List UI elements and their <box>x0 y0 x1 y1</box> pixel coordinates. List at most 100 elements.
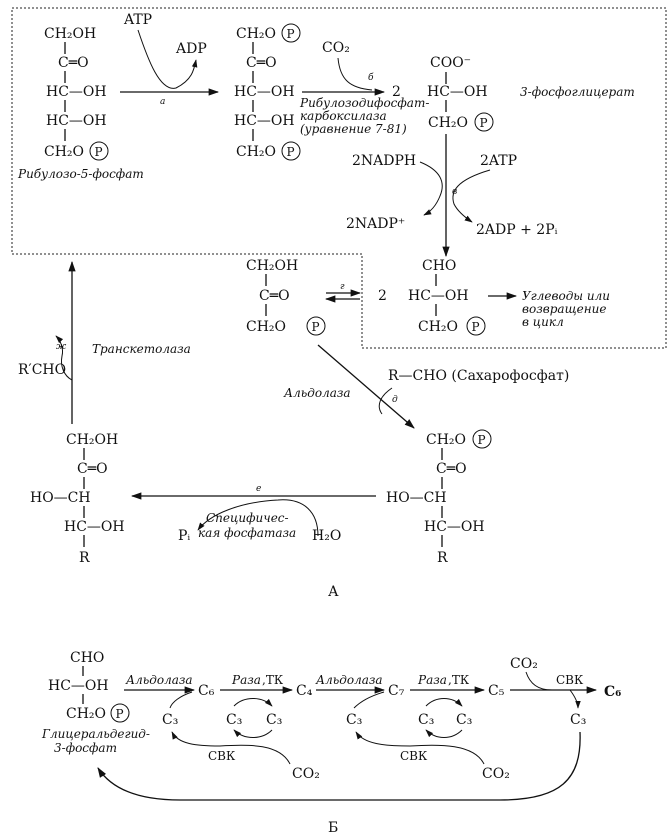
panel-b-gap: CHO HC—OH CH₂O P Глицеральдегид- 3-фосфа… <box>41 650 150 755</box>
smp-ch2oh: CH₂OH <box>66 432 118 448</box>
tk-2: ,ТК <box>448 673 470 687</box>
step-d: R—CHO (Сахарофосфат) Альдолаза д <box>283 344 569 429</box>
dhap-co: C═O <box>259 288 290 304</box>
sbp-hcoh: HC—OH <box>424 519 485 535</box>
gap-ch2op: CH₂O <box>418 319 458 335</box>
pga-name: 3-фосфоглицерат <box>520 85 635 99</box>
c6-final-label: C₆ <box>604 684 621 700</box>
step-b-coef: 2 <box>392 84 401 100</box>
c4-label: C₄ <box>296 683 313 699</box>
dihydroxyacetone-phosphate: CH₂OH C═O CH₂O P <box>246 258 326 336</box>
step-g-coef: 2 <box>378 288 387 304</box>
step-g-letter: г <box>340 282 345 292</box>
r5p-co: C═O <box>58 55 89 71</box>
transketolase-curve <box>55 335 73 381</box>
ribulose-bisphosphate: CH₂O P C═O HC—OH HC—OH CH₂O P <box>234 23 301 161</box>
c6-label: C₆ <box>198 683 215 699</box>
enzyme-line-2: карбоксилаза <box>300 109 387 123</box>
step-v: 2NADPH 2ATP в 2NADP⁺ 2ADP + 2Pᵢ <box>346 134 558 258</box>
outcome-line-1: Углеводы или <box>522 289 610 303</box>
ase-2: Раза <box>417 673 447 687</box>
phosphate-symbol: P <box>480 116 488 130</box>
nadph-label: 2NADPH <box>352 153 416 169</box>
b-gap-name-1: Глицеральдегид- <box>41 727 150 741</box>
enzyme-line-3: (уравнение 7-81) <box>300 122 407 136</box>
phosphatase-curve <box>197 499 319 537</box>
b-gap-cho: CHO <box>70 650 104 666</box>
nadph-curve <box>419 161 443 216</box>
step-e: е Специфичес- кая фосфатаза Pᵢ H₂O <box>130 484 376 544</box>
phosphate-circle <box>89 141 109 161</box>
c7-label: C₇ <box>388 683 405 699</box>
step-e-letter: е <box>256 484 261 494</box>
gap-hcoh: HC—OH <box>408 288 469 304</box>
phosphate-symbol: P <box>472 320 480 334</box>
phosphate-symbol: P <box>95 145 103 159</box>
b-gap-name-2: 3-фосфат <box>54 741 117 755</box>
panel-b-label: Б <box>328 820 338 836</box>
c3-f: C₃ <box>456 712 472 728</box>
smp-hcoh: HC—OH <box>64 519 125 535</box>
transketolase-label: Транскетолаза <box>92 342 191 356</box>
pga-hcoh: HC—OH <box>427 84 488 100</box>
dhap-ch2op: CH₂O <box>246 319 286 335</box>
panel-a-label: А <box>328 584 339 600</box>
phosphate-symbol: P <box>287 27 295 41</box>
cbk-arrow-label: СВК <box>556 673 584 687</box>
step-zh-letter: ж <box>56 342 67 352</box>
step-d-letter: д <box>392 395 398 405</box>
loop-1-label: СВК <box>208 749 236 763</box>
r5p-hcoh-1: HC—OH <box>46 84 107 100</box>
glyceraldehyde-3-phosphate: CHO HC—OH CH₂O P Углеводы или возвращени… <box>408 258 610 336</box>
b-gap-hcoh: HC—OH <box>48 678 109 694</box>
step-d-reactant: R—CHO (Сахарофосфат) <box>388 368 569 384</box>
step-b: CO₂ б 2 Рибулозодифосфат- карбоксилаза (… <box>299 40 429 136</box>
phosphate-symbol: P <box>287 145 295 159</box>
outcome-line-3: в цикл <box>522 315 564 329</box>
c3-c: C₃ <box>266 712 282 728</box>
c3-d: C₃ <box>346 712 362 728</box>
adp-label: ADP <box>175 41 207 57</box>
step-b-letter: б <box>368 72 374 83</box>
rbp-co: C═O <box>246 55 277 71</box>
sbp-co: C═O <box>436 461 467 477</box>
phosphate-symbol: P <box>116 707 124 721</box>
r5p-ch2op: CH₂O <box>44 144 84 160</box>
gap-cho: CHO <box>422 258 456 274</box>
dhap-ch2oh: CH₂OH <box>246 258 298 274</box>
tk-1: ,ТК <box>262 673 284 687</box>
adp-pi-label: 2ADP + 2Pᵢ <box>476 222 558 238</box>
sbp-hoch: HO—CH <box>386 490 447 506</box>
loop-2-label: СВК <box>400 749 428 763</box>
smp-co: C═O <box>77 461 108 477</box>
co2-label: CO₂ <box>322 40 350 56</box>
dotted-boundary <box>11 7 667 349</box>
phosphate-symbol: P <box>312 320 320 334</box>
b-gap-ch2op: CH₂O <box>66 706 106 722</box>
c3-a: C₃ <box>162 712 178 728</box>
atp-curve <box>452 169 491 223</box>
outcome-line-2: возвращение <box>522 302 606 316</box>
nadp-label: 2NADP⁺ <box>346 216 405 232</box>
sugar-bisphosphate: CH₂O P C═O HO—CH HC—OH R <box>386 429 492 566</box>
ribulose-5-phosphate: CH₂OH C═O HC—OH HC—OH CH₂O P Рибулозо-5-… <box>17 26 144 181</box>
c3-b: C₃ <box>226 712 242 728</box>
sbp-ch2op: CH₂O <box>426 432 466 448</box>
return-arrow <box>97 731 581 801</box>
step-g: г 2 <box>324 282 387 304</box>
r-cho-label: R′CHO <box>18 362 66 378</box>
rbp-hcoh-1: HC—OH <box>234 84 295 100</box>
r5p-hcoh-2: HC—OH <box>46 113 107 129</box>
r5p-ch2oh: CH₂OH <box>44 26 96 42</box>
phosphoglycerate: COO⁻ HC—OH CH₂O P 3-фосфоглицерат <box>427 55 635 132</box>
h2o-label: H₂O <box>312 528 341 544</box>
atp-label: 2ATP <box>480 153 517 169</box>
co2-2-label: CO₂ <box>482 766 510 782</box>
phosphatase-line-2: кая фосфатаза <box>198 526 296 540</box>
aldolase-arrow <box>317 344 415 429</box>
co2-3-label: CO₂ <box>510 656 538 672</box>
rbp-ch2op-top: CH₂O <box>236 26 276 42</box>
atp-adp-curve <box>137 29 198 89</box>
atp-label: ATP <box>123 12 152 28</box>
ase-1: Раза <box>231 673 261 687</box>
